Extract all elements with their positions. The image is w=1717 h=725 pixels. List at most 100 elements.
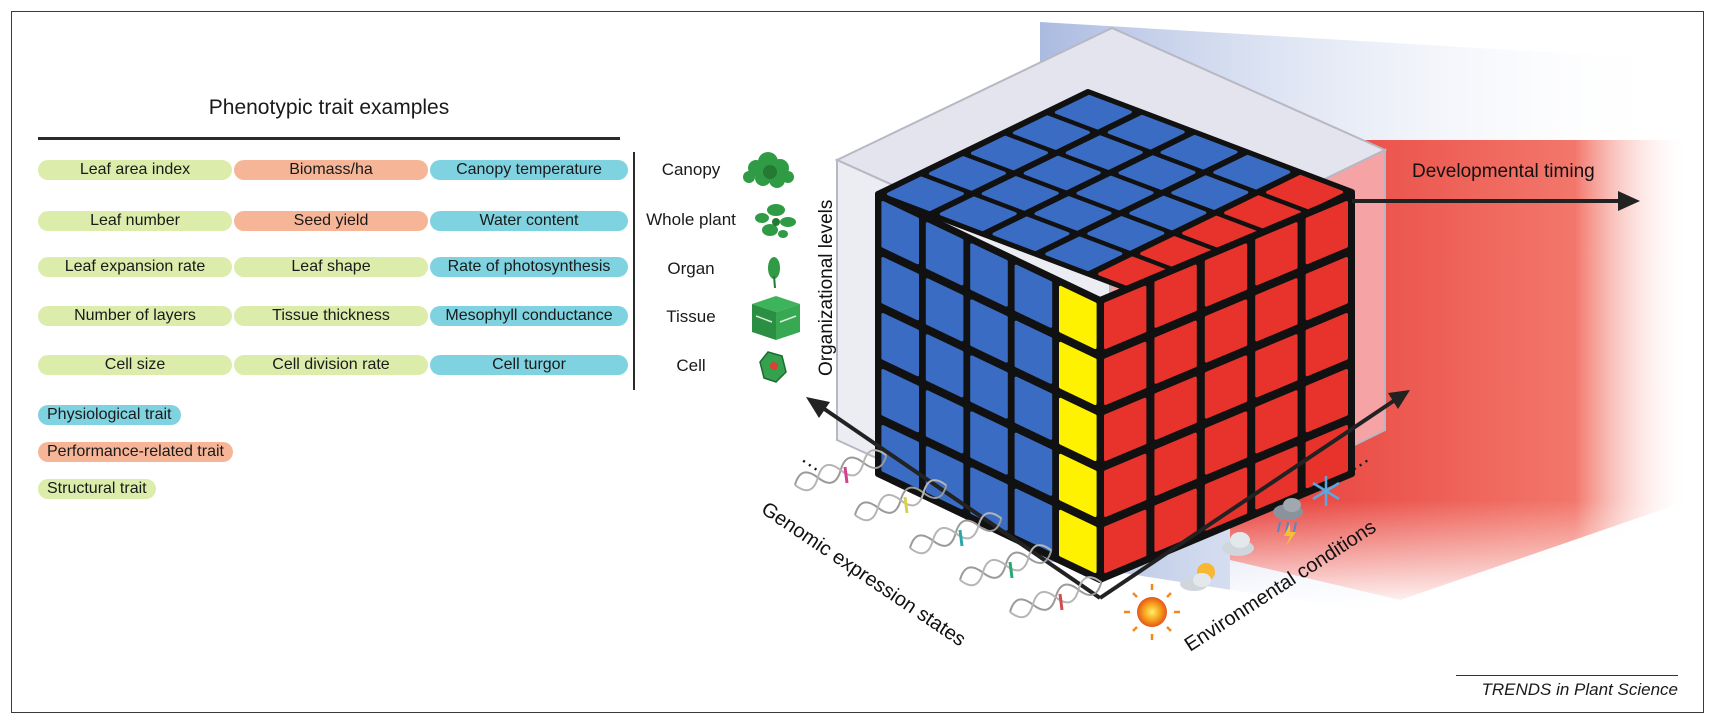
trait-pill: Cell division rate bbox=[234, 355, 428, 375]
level-label-organ: Organ bbox=[667, 259, 715, 278]
canopy-icon bbox=[743, 152, 794, 188]
cube-cell bbox=[1076, 175, 1154, 211]
axis-label-genomic-expression: Genomic expression states bbox=[757, 498, 969, 651]
cube-cell bbox=[925, 222, 964, 286]
cube-cell bbox=[925, 446, 964, 510]
cube-cell bbox=[928, 156, 1006, 191]
cube-cell bbox=[1012, 115, 1090, 150]
cube-cell bbox=[1059, 509, 1097, 573]
trait-pill: Rate of photosynthesis bbox=[430, 257, 628, 277]
trait-pill: Number of layers bbox=[38, 306, 232, 326]
cube-cell bbox=[1014, 320, 1053, 384]
cube-cell bbox=[981, 176, 1059, 211]
cube-cell bbox=[1305, 257, 1348, 321]
trait-pill: Biomass/ha bbox=[234, 160, 428, 180]
trait-pill: Leaf expansion rate bbox=[38, 257, 232, 277]
cube-cell bbox=[1213, 154, 1291, 190]
trait-pill: Cell size bbox=[38, 355, 232, 375]
cube-cell bbox=[1255, 390, 1298, 454]
cube-cell bbox=[1160, 134, 1238, 170]
dna-icon bbox=[794, 449, 888, 492]
cube-cell bbox=[1204, 355, 1248, 419]
whole-plant-icon bbox=[755, 204, 796, 238]
cube-cell bbox=[1023, 155, 1101, 191]
cube-cell bbox=[1255, 222, 1298, 286]
cube-cell bbox=[970, 135, 1048, 171]
cube-cell bbox=[1305, 201, 1348, 265]
cube-cell bbox=[881, 201, 919, 265]
cube-cell bbox=[1059, 397, 1097, 461]
cube-cell bbox=[1204, 243, 1248, 307]
tissue-icon bbox=[752, 296, 800, 340]
cube-cell bbox=[1104, 285, 1147, 349]
trait-pill: Seed yield bbox=[234, 211, 428, 231]
cube-cell bbox=[886, 176, 964, 212]
credit: TRENDS in Plant Science bbox=[1481, 680, 1678, 699]
trait-pill: Water content bbox=[430, 211, 628, 231]
cube-cell bbox=[1154, 320, 1197, 384]
cube-cell bbox=[925, 390, 964, 454]
title-rule bbox=[38, 137, 620, 140]
sun-cloud-icon bbox=[1180, 563, 1215, 591]
axis-label-organizational-levels: Organizational levels bbox=[816, 200, 837, 376]
axis-ellipsis-left: … bbox=[797, 443, 829, 476]
trait-pill: Leaf shape bbox=[234, 257, 428, 277]
trait-pill: Leaf area index bbox=[38, 160, 232, 180]
cube-cell bbox=[881, 313, 919, 377]
cube-cell bbox=[1154, 376, 1197, 440]
dna-icons bbox=[794, 449, 1103, 619]
cube-cell bbox=[1045, 236, 1123, 272]
cube-cell bbox=[1255, 278, 1298, 342]
cube-cell bbox=[1129, 195, 1207, 231]
cube-cell bbox=[1204, 411, 1248, 475]
level-label-tissue: Tissue bbox=[666, 307, 716, 326]
cell-icon bbox=[759, 351, 787, 383]
cloud-icon bbox=[1222, 532, 1254, 556]
level-divider bbox=[633, 152, 635, 390]
cube-cell bbox=[1154, 264, 1197, 328]
credit-rule bbox=[1456, 675, 1678, 676]
legend-physiological: Physiological trait bbox=[38, 405, 181, 425]
cube-cell bbox=[881, 369, 919, 433]
cube-cell bbox=[1054, 94, 1132, 130]
legend-performance: Performance-related trait bbox=[38, 442, 233, 462]
cube-cell bbox=[1059, 341, 1097, 405]
cube-cell bbox=[1305, 369, 1348, 433]
legend-structural: Structural trait bbox=[38, 479, 156, 499]
cube-cell bbox=[881, 257, 919, 321]
dna-icon bbox=[909, 512, 1003, 555]
trait-pill: Canopy temperature bbox=[430, 160, 628, 180]
level-label-canopy: Canopy bbox=[661, 160, 721, 179]
cube-cell bbox=[970, 299, 1008, 363]
cube-cell bbox=[1104, 397, 1147, 461]
figure-title: Phenotypic trait examples bbox=[208, 96, 450, 119]
cube-cell bbox=[1014, 376, 1053, 440]
cube-cell bbox=[1065, 135, 1143, 170]
level-label-whole-plant: Whole plant bbox=[646, 210, 736, 229]
cube-cell bbox=[1255, 334, 1298, 398]
cube-cell bbox=[1104, 509, 1147, 573]
sun-icon bbox=[1124, 584, 1180, 640]
cube-cell bbox=[970, 411, 1008, 475]
dna-icon bbox=[854, 479, 948, 522]
cube-cell bbox=[925, 334, 964, 398]
axis-arrows bbox=[806, 191, 1640, 600]
cube-cell bbox=[1154, 432, 1197, 496]
cube-cell bbox=[881, 425, 919, 489]
cube-cell bbox=[1224, 195, 1302, 230]
cube-cell bbox=[1305, 313, 1348, 377]
cube-cell bbox=[992, 216, 1070, 252]
axis-label-developmental-timing: Developmental timing bbox=[1412, 161, 1595, 182]
leaf-icon bbox=[768, 257, 780, 289]
cube-cell bbox=[939, 196, 1017, 232]
cube-cell bbox=[1204, 299, 1248, 363]
cube-right-face bbox=[1097, 191, 1355, 583]
cube-cell bbox=[1014, 264, 1053, 328]
trait-pill: Tissue thickness bbox=[234, 306, 428, 326]
trait-pill: Leaf number bbox=[38, 211, 232, 231]
cube-cell bbox=[1087, 216, 1165, 251]
cube-cell bbox=[1034, 196, 1112, 231]
cube-cell bbox=[1059, 453, 1097, 517]
cube-cell bbox=[1107, 114, 1185, 150]
